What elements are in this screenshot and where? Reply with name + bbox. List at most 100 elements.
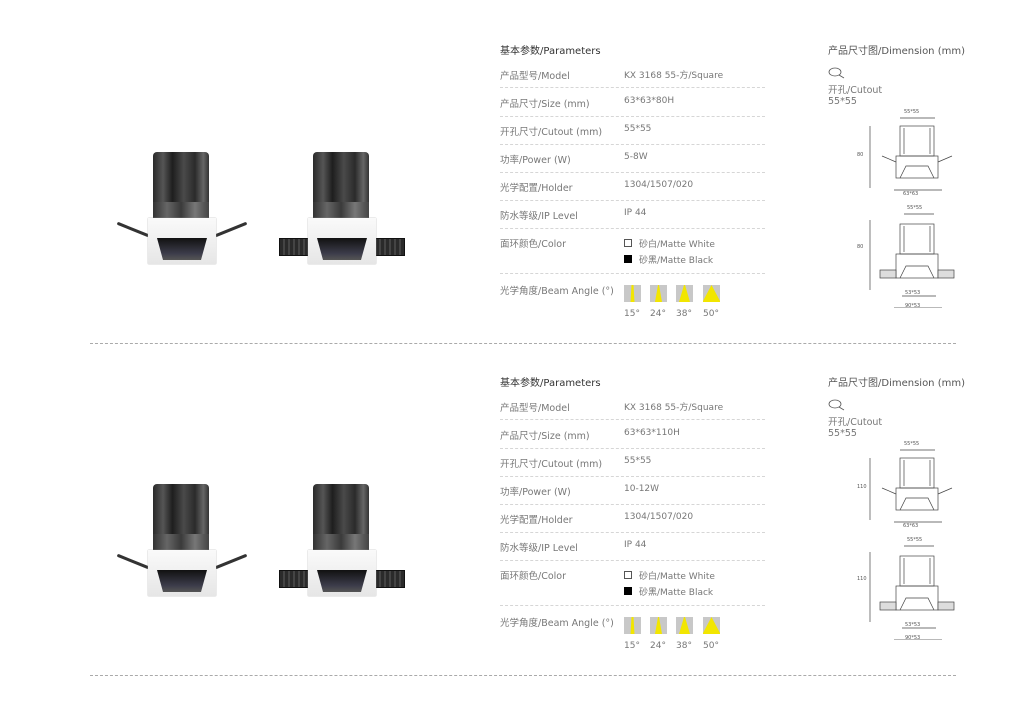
cutout-value: 55*55 xyxy=(624,124,652,134)
drawing2-top-dim: 55*55 xyxy=(907,205,923,211)
beam-angle-38: 38° xyxy=(676,309,692,319)
drawing1-top-dim: 55*55 xyxy=(904,109,920,115)
row-divider xyxy=(500,605,765,606)
beam-angle-24: 24° xyxy=(650,641,666,651)
row-divider xyxy=(500,419,765,420)
beam-15-icon xyxy=(624,617,641,634)
section-separator xyxy=(90,675,956,676)
beam-38-icon xyxy=(676,285,693,302)
ip-value: IP 44 xyxy=(624,540,647,550)
dimension-drawing-spring-clip xyxy=(860,108,960,312)
beam-50-icon xyxy=(703,617,720,634)
beam-angle-50: 50° xyxy=(703,309,719,319)
row-divider xyxy=(500,448,765,449)
power-value: 10-12W xyxy=(624,484,660,494)
cutout-icon xyxy=(828,396,846,415)
row-divider xyxy=(500,476,765,477)
drawing1-top-dim: 55*55 xyxy=(904,441,920,447)
drawing2-height-dim: 110 xyxy=(857,576,867,582)
product-image-spring-clip xyxy=(110,152,248,272)
color-option-black: 砂黑/Matte Black xyxy=(639,256,714,266)
drawing1-height-dim: 80 xyxy=(857,152,864,158)
product-image-spring-clip xyxy=(110,484,248,604)
model-value: KX 3168 55-方/Square xyxy=(624,71,724,81)
cutout-label: 开孔尺寸/Cutout (mm) xyxy=(500,127,603,138)
beam-24-icon xyxy=(650,617,667,634)
ip-label: 防水等级/IP Level xyxy=(500,211,578,222)
drawing2-bottom1-dim: 53*53 xyxy=(905,622,921,628)
color-label: 面环颜色/Color xyxy=(500,239,567,250)
holder-label: 光学配置/Holder xyxy=(500,183,573,194)
black-swatch-icon xyxy=(624,255,632,263)
drawing2-bottom1-dim: 53*53 xyxy=(905,290,921,296)
row-divider xyxy=(500,87,765,88)
row-divider xyxy=(500,504,765,505)
row-divider xyxy=(500,200,765,201)
black-swatch-icon xyxy=(624,587,632,595)
ip-label: 防水等级/IP Level xyxy=(500,543,578,554)
cutout-dim-value: 55*55 xyxy=(828,428,857,439)
cutout-dim-label: 开孔/Cutout xyxy=(828,417,883,428)
white-swatch-icon xyxy=(624,571,632,579)
drawing2-height-dim: 80 xyxy=(857,244,864,250)
model-label: 产品型号/Model xyxy=(500,71,570,82)
row-divider xyxy=(500,116,765,117)
beam-angle-label: 光学角度/Beam Angle (°) xyxy=(500,286,614,297)
drawing1-height-dim: 110 xyxy=(857,484,867,490)
holder-label: 光学配置/Holder xyxy=(500,515,573,526)
size-value: 63*63*110H xyxy=(624,428,680,438)
product-section: 基本参数/Parameters 产品型号/Model KX 3168 55-方/… xyxy=(0,332,1024,676)
drawing2-bottom2-dim: 90*53 xyxy=(905,635,921,641)
product-section: 基本参数/Parameters 产品型号/Model KX 3168 55-方/… xyxy=(0,0,1024,344)
beam-angle-15: 15° xyxy=(624,641,640,651)
white-swatch-icon xyxy=(624,239,632,247)
drawing2-top-dim: 55*55 xyxy=(907,537,923,543)
size-label: 产品尺寸/Size (mm) xyxy=(500,431,590,442)
holder-value: 1304/1507/020 xyxy=(624,180,694,190)
parameters-title: 基本参数/Parameters xyxy=(500,46,601,57)
beam-24-icon xyxy=(650,285,667,302)
dimension-title: 产品尺寸图/Dimension (mm) xyxy=(828,378,965,389)
color-option-white: 砂白/Matte White xyxy=(639,240,715,250)
model-value: KX 3168 55-方/Square xyxy=(624,403,724,413)
size-label: 产品尺寸/Size (mm) xyxy=(500,99,590,110)
section-separator xyxy=(90,343,956,344)
row-divider xyxy=(500,144,765,145)
product-image-trimless xyxy=(270,152,405,272)
beam-angle-38: 38° xyxy=(676,641,692,651)
color-label: 面环颜色/Color xyxy=(500,571,567,582)
cutout-dim-value: 55*55 xyxy=(828,96,857,107)
product-image-trimless xyxy=(270,484,405,604)
ip-value: IP 44 xyxy=(624,208,647,218)
beam-angle-50: 50° xyxy=(703,641,719,651)
cutout-value: 55*55 xyxy=(624,456,652,466)
cutout-dim-label: 开孔/Cutout xyxy=(828,85,883,96)
dimension-drawing-spring-clip xyxy=(860,440,960,644)
dimension-title: 产品尺寸图/Dimension (mm) xyxy=(828,46,965,57)
beam-angle-15: 15° xyxy=(624,309,640,319)
row-divider xyxy=(500,273,765,274)
parameters-title: 基本参数/Parameters xyxy=(500,378,601,389)
power-label: 功率/Power (W) xyxy=(500,155,571,166)
cutout-label: 开孔尺寸/Cutout (mm) xyxy=(500,459,603,470)
model-label: 产品型号/Model xyxy=(500,403,570,414)
color-option-white: 砂白/Matte White xyxy=(639,572,715,582)
row-divider xyxy=(500,172,765,173)
beam-38-icon xyxy=(676,617,693,634)
beam-50-icon xyxy=(703,285,720,302)
drawing1-bottom-dim: 63*63 xyxy=(903,523,919,529)
beam-angle-label: 光学角度/Beam Angle (°) xyxy=(500,618,614,629)
beam-angle-24: 24° xyxy=(650,309,666,319)
drawing2-bottom2-dim: 90*53 xyxy=(905,303,921,309)
power-value: 5-8W xyxy=(624,152,648,162)
beam-15-icon xyxy=(624,285,641,302)
row-divider xyxy=(500,560,765,561)
row-divider xyxy=(500,532,765,533)
holder-value: 1304/1507/020 xyxy=(624,512,694,522)
power-label: 功率/Power (W) xyxy=(500,487,571,498)
drawing1-bottom-dim: 63*63 xyxy=(903,191,919,197)
cutout-icon xyxy=(828,64,846,83)
color-option-black: 砂黑/Matte Black xyxy=(639,588,714,598)
row-divider xyxy=(500,228,765,229)
size-value: 63*63*80H xyxy=(624,96,675,106)
